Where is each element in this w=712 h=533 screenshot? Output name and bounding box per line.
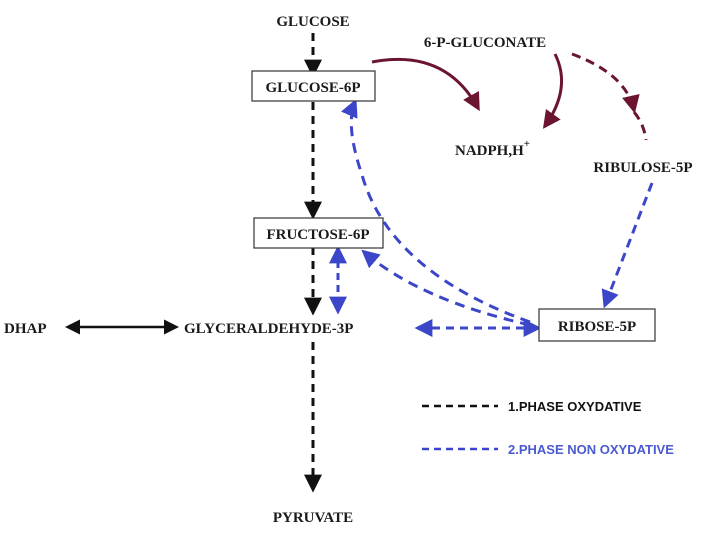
- glucose-6p-label: GLUCOSE-6P: [265, 80, 360, 96]
- pyruvate-label: PYRUVATE: [273, 510, 353, 526]
- arrow-ribose-5p-to-glucose-6p: [341, 98, 531, 324]
- arrow-glucose-6p-to-nadph: [371, 57, 480, 112]
- nadph-text: NADPH,H: [455, 143, 524, 159]
- arrow-gluconate-to-nadph: [542, 53, 563, 129]
- legend-non-oxidative-label: 2.PHASE NON OXYDATIVE: [508, 442, 674, 457]
- glyceraldehyde-3p-label: GLYCERALDEHYDE-3P: [184, 321, 353, 337]
- glucose-6p-box: [251, 70, 376, 102]
- nadph-label: NADPH,H+: [455, 138, 530, 159]
- arrow-ribulose-5p-to-ribose-5p: [601, 182, 654, 309]
- ribose-5p-label: RIBOSE-5P: [558, 319, 636, 335]
- fructose-6p-label: FRUCTOSE-6P: [266, 227, 369, 243]
- arrow-ribose-5p-to-fructose-6p: [361, 249, 531, 327]
- legend-oxidative-label: 1.PHASE OXYDATIVE: [508, 399, 642, 414]
- gluconate-6p-label: 6-P-GLUCONATE: [424, 35, 546, 51]
- arrow-gluconate-to-ribulose-5p: [571, 52, 640, 114]
- arrow-ribulose-5p-upper: [632, 111, 648, 141]
- dhap-label: DHAP: [4, 321, 47, 337]
- fructose-6p-box: [253, 217, 384, 249]
- ribulose-5p-label: RIBULOSE-5P: [593, 160, 692, 176]
- ribose-5p-box: [538, 308, 656, 342]
- nadph-superscript: +: [524, 138, 530, 150]
- glucose-label: GLUCOSE: [276, 14, 349, 30]
